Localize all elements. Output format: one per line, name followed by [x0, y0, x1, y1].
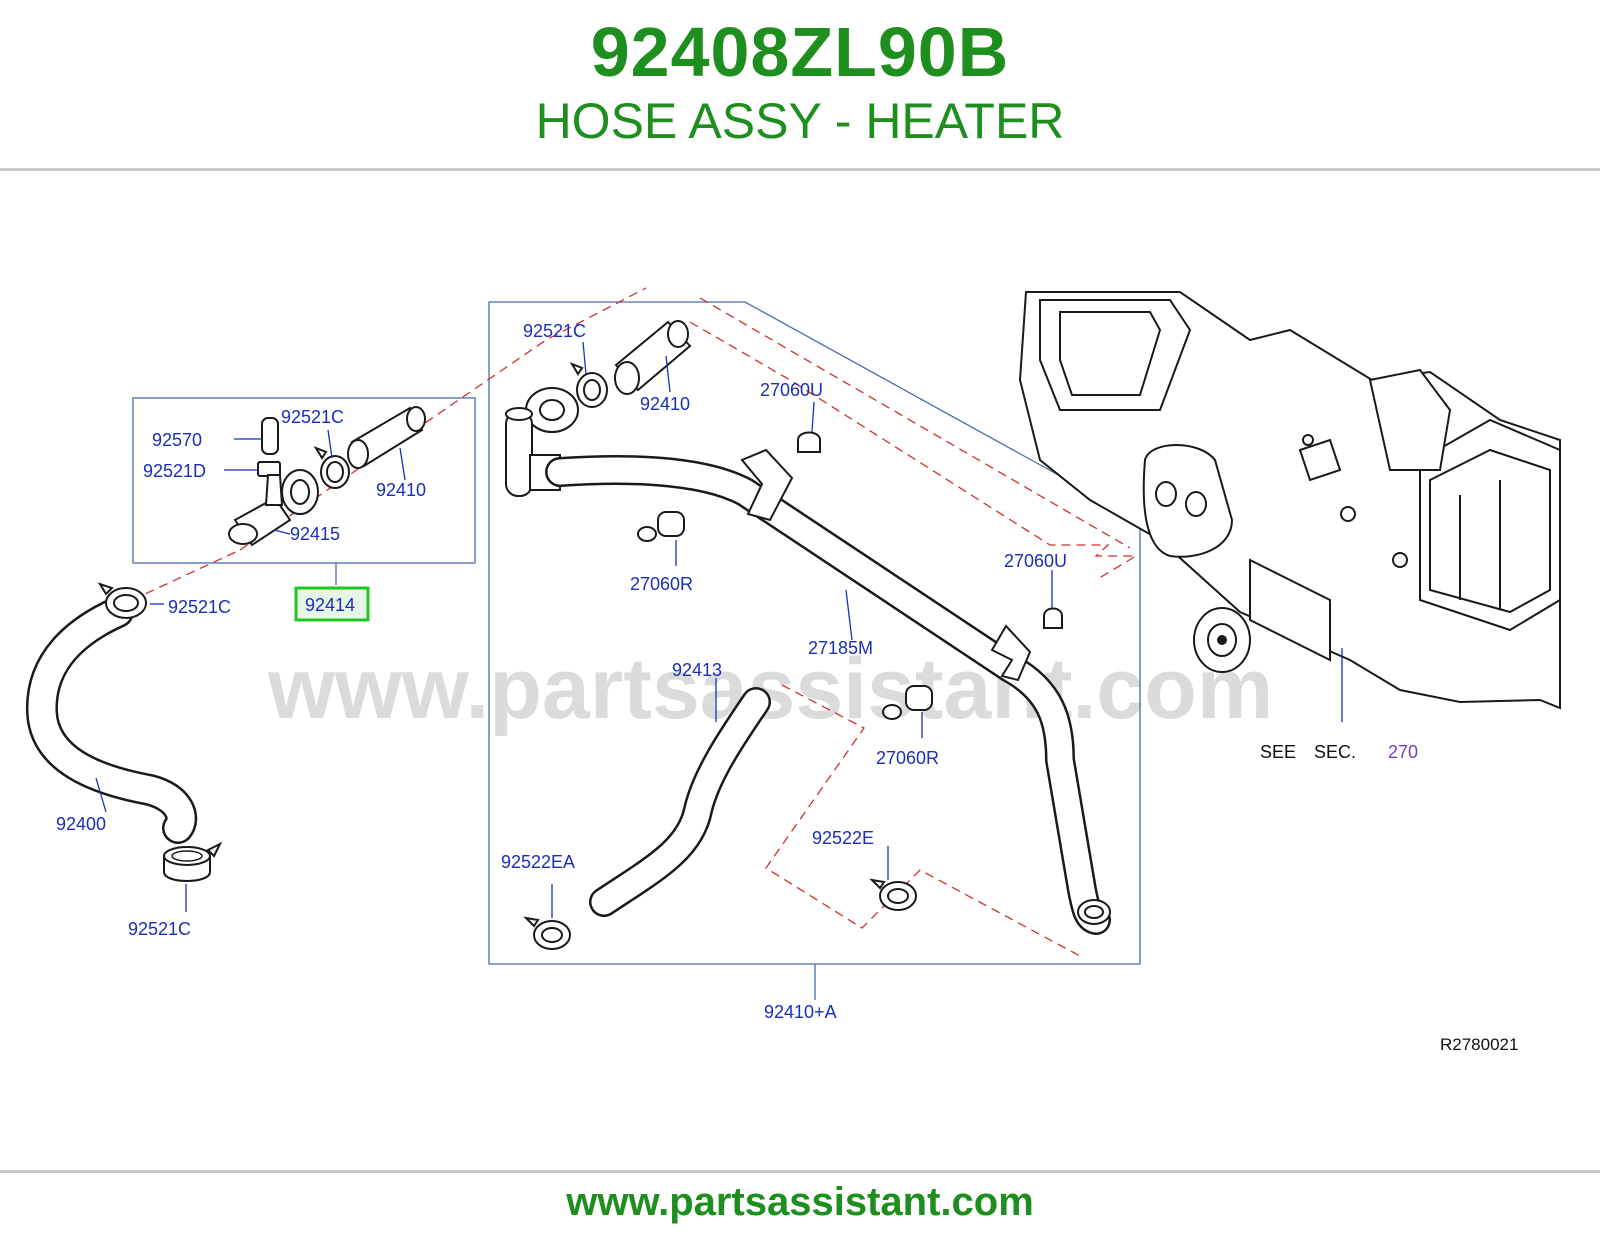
bracket-lower	[990, 624, 1032, 682]
callout-92410-plus-a[interactable]: 92410+A	[764, 1002, 837, 1022]
clamp-92522e	[869, 878, 917, 911]
leader-92521c-d	[582, 341, 587, 375]
callout-92521c-hose-top[interactable]: 92521C	[168, 597, 231, 617]
part-name-subtitle: HOSE ASSY - HEATER	[535, 93, 1065, 149]
callout-92522e[interactable]: 92522E	[812, 828, 874, 848]
clamp-92521c-hose-top	[97, 582, 147, 619]
grommet-27060u-lower	[1043, 607, 1063, 629]
leader-92410-b	[665, 355, 671, 393]
footer-divider	[0, 1170, 1600, 1173]
hose-92410-right	[614, 320, 692, 395]
plug-92570	[261, 417, 279, 455]
callout-27060u-upper[interactable]: 27060U	[760, 380, 823, 400]
header-divider	[0, 168, 1600, 171]
subassembly-frame-left	[132, 397, 476, 564]
callout-92521c-left-top[interactable]: 92521C	[281, 407, 344, 427]
callout-27060r-lower[interactable]: 27060R	[876, 748, 939, 768]
callout-27060u-lower[interactable]: 27060U	[1004, 551, 1067, 571]
callout-92570[interactable]: 92570	[152, 430, 202, 450]
callout-92415[interactable]: 92415	[290, 524, 340, 544]
callout-92521c-main[interactable]: 92521C	[523, 321, 586, 341]
diagram-reference-code: R2780021	[1440, 1035, 1518, 1054]
callout-92521d[interactable]: 92521D	[143, 461, 206, 481]
clamp-92522ea	[523, 916, 571, 950]
dash-line	[765, 684, 1081, 957]
bracket-upper	[740, 448, 794, 522]
clamp-92521c-left-top	[313, 445, 350, 489]
valve-92415	[228, 469, 319, 547]
bushing-27060r-upper	[637, 511, 685, 542]
leader-92415	[273, 529, 291, 535]
section-link-270[interactable]: 270	[1388, 742, 1418, 762]
watermark-text: www.partsassistant.com	[267, 641, 1273, 737]
highlight-box-92414[interactable]	[294, 586, 370, 622]
callout-92410-right[interactable]: 92410	[640, 394, 690, 414]
callout-92521c-hose-bottom[interactable]: 92521C	[128, 919, 191, 939]
callout-92413[interactable]: 92413	[672, 660, 722, 680]
callout-92414[interactable]: 92414	[305, 595, 355, 615]
pipe-27185m	[545, 455, 1111, 935]
leader-27060u-a	[811, 401, 815, 433]
grommet-27060u-upper	[797, 431, 821, 453]
dash-line	[689, 321, 1139, 581]
header: 92408ZL90B HOSE ASSY - HEATER	[0, 0, 1600, 170]
hose-92413	[589, 687, 771, 917]
leader-92521c-a	[327, 429, 333, 459]
leader-92400	[95, 777, 107, 813]
subassembly-frame-main	[488, 301, 1141, 965]
leader-27185m	[845, 589, 853, 641]
part-number-title: 92408ZL90B	[590, 13, 1010, 91]
dash-line	[131, 549, 241, 601]
callout-92410-left[interactable]: 92410	[376, 480, 426, 500]
hose-92400	[25, 596, 198, 844]
callout-92522ea[interactable]: 92522EA	[501, 852, 575, 872]
sec-label: SEC.	[1314, 742, 1356, 762]
see-label: SEE	[1260, 742, 1296, 762]
callout-27060r-upper[interactable]: 27060R	[630, 574, 693, 594]
heater-unit-assembly	[1018, 291, 1561, 710]
callout-92400[interactable]: 92400	[56, 814, 106, 834]
clip-92521d	[257, 461, 281, 477]
footer-website-link[interactable]: www.partsassistant.com	[566, 1180, 1034, 1224]
dash-line	[699, 297, 1131, 549]
leader-92410-a	[399, 447, 406, 481]
clamp-92521c-main	[569, 361, 608, 408]
bushing-27060r-lower	[882, 685, 933, 720]
clamp-92521c-hose-bottom	[163, 841, 223, 882]
hose-92410-left	[347, 406, 426, 469]
callout-27185m[interactable]: 27185M	[808, 638, 873, 658]
